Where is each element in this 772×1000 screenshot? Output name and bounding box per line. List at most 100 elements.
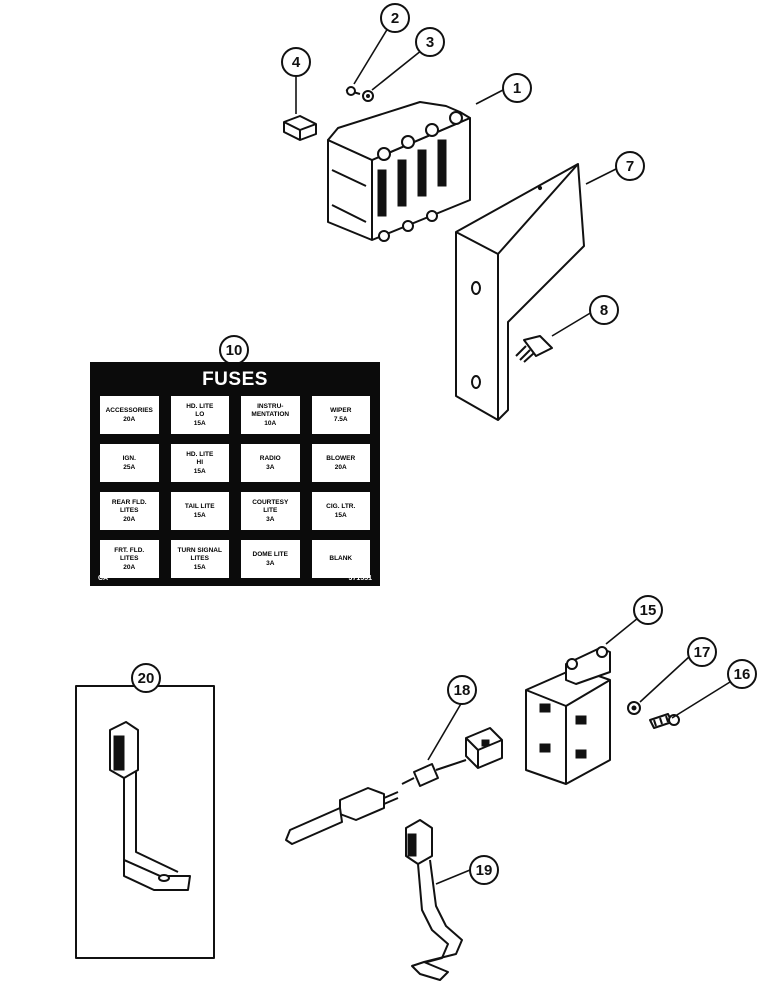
callout-2: 2 (380, 3, 410, 33)
fuse-cell-label: HD. LITE HI (186, 450, 214, 466)
fuse-panel-title: FUSES (202, 369, 268, 390)
fuse-cell-amperage: 3A (266, 559, 275, 567)
callout-bubbles: 1 2 3 4 7 8 10 15 (131, 3, 757, 885)
leader-3 (371, 49, 423, 91)
fuse-cell: CIG. LTR.15A (311, 492, 370, 530)
fuse-cell-label: HD. LITE LO (186, 402, 214, 418)
svg-text:3: 3 (426, 34, 434, 51)
callout-18: 18 (447, 675, 477, 705)
fuse-cell-label: BLOWER (326, 454, 356, 462)
svg-text:2: 2 (391, 10, 399, 27)
leader-16 (671, 681, 731, 719)
svg-text:8: 8 (600, 302, 608, 319)
fuse-panel-footer-left: CA (98, 575, 109, 582)
callout-15: 15 (633, 595, 663, 625)
leader-17 (639, 655, 691, 703)
fuse-cell-amperage: 7.5A (333, 415, 348, 423)
svg-text:16: 16 (734, 666, 751, 683)
fuse-cell-amperage: 3A (266, 463, 275, 471)
callout-1: 1 (502, 73, 532, 103)
part-19-terminal-strap (405, 819, 463, 981)
fuse-cell-label: TURN SIGNAL LITES (177, 546, 222, 562)
fuse-panel-footer-right: J71531 (348, 575, 372, 582)
leader-15 (605, 617, 639, 645)
fuse-cell-amperage: 20A (334, 463, 347, 471)
leader-2 (353, 27, 389, 85)
fuse-cell: IGN.25A (100, 444, 159, 482)
fuse-cell-amperage: 25A (123, 463, 136, 471)
callout-10: 10 (219, 335, 249, 365)
part-7-mounting-bracket (455, 163, 585, 421)
fuse-cell-label: WIPER (330, 406, 352, 414)
fuse-cell-amperage: 15A (193, 563, 206, 571)
callout-19: 19 (469, 855, 499, 885)
fuse-cell-label: ACCESSORIES (105, 406, 153, 414)
fuse-cell-label: DOME LITE (252, 550, 288, 558)
fuse-cell-amperage: 3A (266, 515, 275, 523)
fuse-cell-label: TAIL LITE (184, 502, 215, 510)
callout-4: 4 (281, 47, 311, 77)
part-16-screw (649, 713, 680, 729)
fuse-cell-label: BLANK (329, 554, 353, 562)
part-1-fuse-block (327, 101, 471, 242)
svg-text:7: 7 (626, 158, 634, 175)
leader-18 (427, 701, 463, 761)
fuse-cell-amperage: 10A (264, 419, 277, 427)
svg-text:20: 20 (138, 670, 155, 687)
fuse-cell-amperage: 15A (193, 419, 206, 427)
fuse-cell-amperage: 15A (193, 511, 206, 519)
part-3-washer (362, 90, 374, 102)
fuse-cell-label: RADIO (259, 454, 281, 462)
callout-3: 3 (415, 27, 445, 57)
svg-text:1: 1 (513, 80, 521, 97)
callout-17: 17 (687, 637, 717, 667)
svg-text:10: 10 (226, 342, 243, 359)
callout-16: 16 (727, 659, 757, 689)
part-8-bolt (515, 335, 553, 363)
fuse-cell-label: REAR FLD. LITES (111, 498, 147, 514)
svg-text:4: 4 (292, 54, 301, 71)
svg-text:18: 18 (454, 682, 471, 699)
leader-1 (475, 89, 504, 105)
fuse-cell-amperage: 20A (123, 415, 136, 423)
fuse-cell-amperage: 20A (123, 563, 136, 571)
fuse-cell-label: INSTRU- MENTATION (251, 402, 290, 418)
fuse-cell-amperage: 15A (334, 511, 347, 519)
fuse-cell-amperage: 15A (193, 467, 206, 475)
fuse-panel-footer: CA J71531 (98, 575, 372, 582)
leader-7 (585, 167, 619, 185)
part-20-strap-box (75, 685, 215, 959)
callout-7: 7 (615, 151, 645, 181)
part-17-washer (627, 701, 641, 715)
callout-20: 20 (131, 663, 161, 693)
fuse-cell-label: COURTESY LITE (252, 498, 289, 514)
part-18-sender-connector (285, 727, 503, 845)
fuse-cell-amperage: 20A (123, 515, 136, 523)
svg-text:15: 15 (640, 602, 657, 619)
fuse-cell: BLANK (311, 540, 370, 578)
svg-text:17: 17 (694, 644, 711, 661)
part-2-screw (345, 86, 361, 96)
svg-text:19: 19 (476, 862, 493, 879)
leader-8 (551, 311, 593, 337)
part-4-blade-fuse (283, 115, 317, 141)
fuse-cell-label: CIG. LTR. (326, 502, 356, 510)
fuse-cell-label: FRT. FLD. LITES (114, 546, 145, 562)
part-15-relay-module (525, 646, 611, 785)
